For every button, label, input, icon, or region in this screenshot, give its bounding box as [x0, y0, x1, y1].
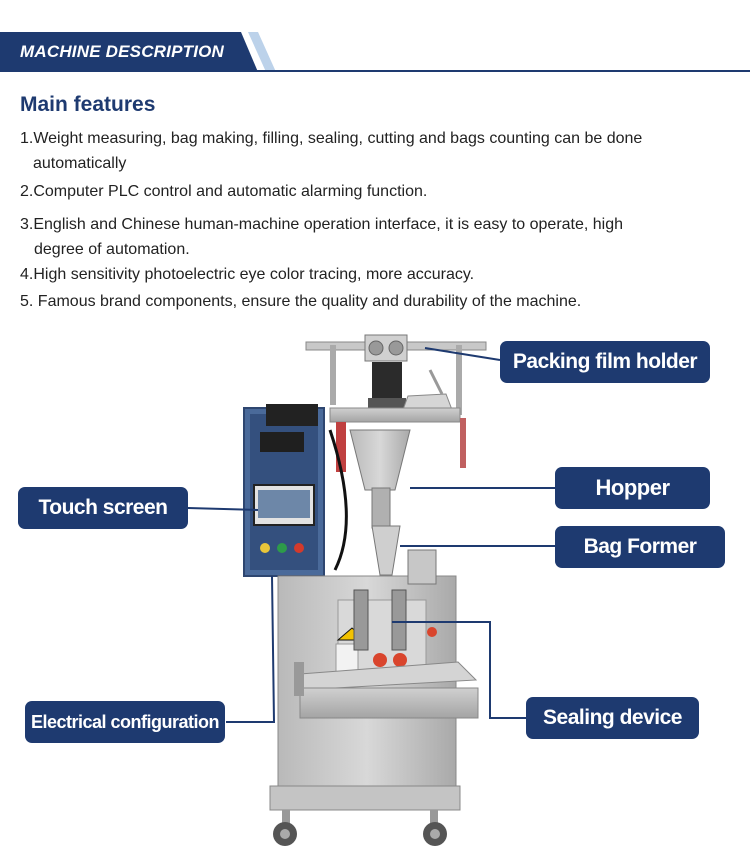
feature-text: 4.High sensitivity photoelectric eye col… [20, 266, 475, 283]
feature-text: 2.Computer PLC control and automatic ala… [20, 183, 428, 200]
feature-text-continued: degree of automation. [34, 241, 190, 258]
packing-machine-illustration [187, 334, 555, 846]
features-title: Main features [20, 93, 156, 116]
feature-text-continued: automatically [33, 155, 127, 172]
feature-item-4: 4.High sensitivity photoelectric eye col… [20, 262, 720, 287]
sealing-device-label: Sealing device [526, 697, 699, 739]
feature-text: 1.Weight measuring, bag making, filling,… [20, 130, 643, 147]
feature-item-2: 2.Computer PLC control and automatic ala… [20, 179, 720, 204]
feature-text: 5. Famous brand components, ensure the q… [20, 293, 582, 310]
feature-item-3: 3.English and Chinese human-machine oper… [20, 212, 720, 262]
bag-former-label: Bag Former [555, 526, 725, 568]
machine-diagram: Packing film holder Hopper Bag Former To… [0, 320, 750, 861]
packing-film-holder-label: Packing film holder [500, 341, 710, 383]
section-header: MACHINE DESCRIPTION [0, 32, 750, 72]
header-tab [0, 32, 258, 72]
header-rule [0, 70, 750, 72]
hopper-label: Hopper [555, 467, 710, 509]
touch-screen-label: Touch screen [18, 487, 188, 529]
feature-item-5: 5. Famous brand components, ensure the q… [20, 289, 720, 314]
feature-text: 3.English and Chinese human-machine oper… [20, 216, 624, 233]
section-title: MACHINE DESCRIPTION [20, 42, 225, 61]
feature-item-1: 1.Weight measuring, bag making, filling,… [20, 126, 720, 176]
electrical-configuration-label: Electrical configuration [25, 701, 225, 743]
